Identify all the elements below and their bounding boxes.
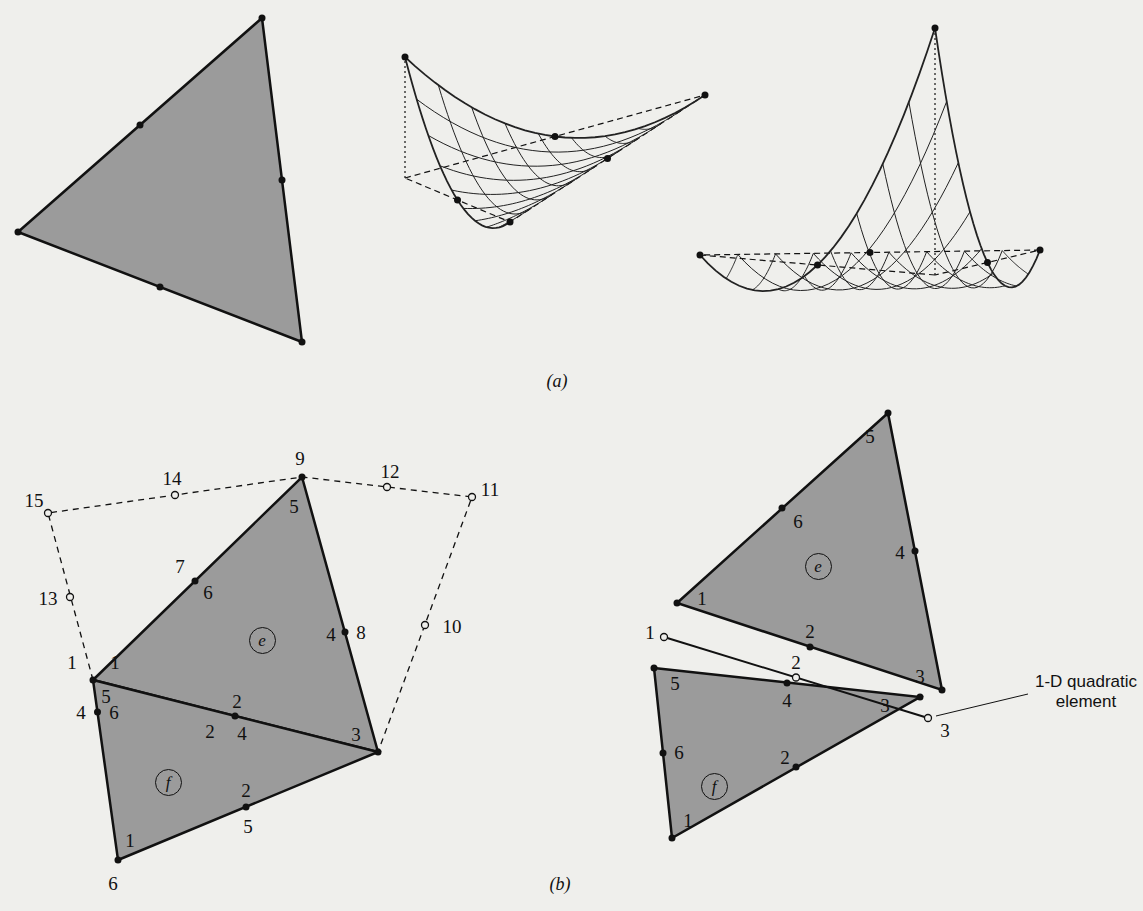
element-name: e — [814, 558, 822, 575]
element-circle: e — [249, 627, 276, 654]
node-number: 3 — [880, 696, 890, 715]
node-number: 8 — [356, 623, 366, 642]
node-number: 1 — [67, 653, 77, 672]
line-element — [664, 637, 928, 718]
node-number: 5 — [670, 674, 680, 693]
callout-text: 1-D quadratic element — [1030, 672, 1142, 711]
node-number: 1 — [645, 623, 655, 642]
node-number: 6 — [203, 583, 213, 602]
node-number: 4 — [326, 625, 336, 644]
node-number: 5 — [865, 427, 875, 446]
part-label: (b) — [550, 875, 571, 893]
part-label: (a) — [547, 372, 568, 390]
node-number: 3 — [940, 721, 950, 740]
element-name: e — [258, 632, 266, 649]
node-number: 10 — [443, 617, 462, 636]
triangle-element — [18, 18, 302, 342]
node-number: 12 — [381, 462, 400, 481]
element-circle: f — [155, 769, 182, 796]
node-number: 14 — [163, 469, 182, 488]
node-number: 2 — [805, 622, 815, 641]
node-number: 1 — [683, 811, 693, 830]
node-number: 3 — [915, 667, 925, 686]
node-number: 11 — [481, 480, 499, 499]
node-number: 3 — [351, 725, 361, 744]
node-number: 2 — [232, 692, 242, 711]
node-number: 5 — [289, 497, 299, 516]
triangle-element — [654, 668, 920, 838]
node-number: 2 — [205, 722, 215, 741]
node-number: 1 — [697, 589, 707, 608]
node-number: 4 — [237, 724, 247, 743]
triangle-element — [677, 413, 942, 690]
element-nodes — [90, 474, 382, 864]
leader-line — [936, 694, 1028, 716]
node-number: 15 — [25, 491, 44, 510]
shape-function-surface — [402, 54, 709, 229]
node-number: 2 — [241, 781, 251, 800]
element-name: f — [166, 774, 171, 791]
element-nodes — [651, 410, 946, 842]
node-number: 6 — [674, 743, 684, 762]
node-number: 4 — [782, 691, 792, 710]
element-circle: f — [701, 773, 728, 800]
element-circle: e — [805, 553, 832, 580]
node-number: 1 — [125, 831, 135, 850]
element-name: f — [712, 778, 717, 795]
node-number: 4 — [895, 543, 905, 562]
node-number: 6 — [793, 512, 803, 531]
node-number: 6 — [108, 874, 118, 893]
node-number: 4 — [76, 703, 86, 722]
node-number: 9 — [295, 449, 305, 468]
node-number: 6 — [109, 703, 119, 722]
triangle-element — [93, 680, 378, 860]
node-number: 7 — [175, 557, 185, 576]
node-number: 5 — [243, 817, 253, 836]
element-nodes — [15, 15, 306, 346]
node-number: 1 — [110, 653, 120, 672]
node-number: 2 — [780, 748, 790, 767]
neighbour-outline — [48, 477, 472, 752]
node-number: 13 — [39, 589, 58, 608]
line-element-nodes — [661, 634, 932, 722]
node-number: 2 — [791, 653, 801, 672]
shape-function-surface — [697, 25, 1044, 292]
